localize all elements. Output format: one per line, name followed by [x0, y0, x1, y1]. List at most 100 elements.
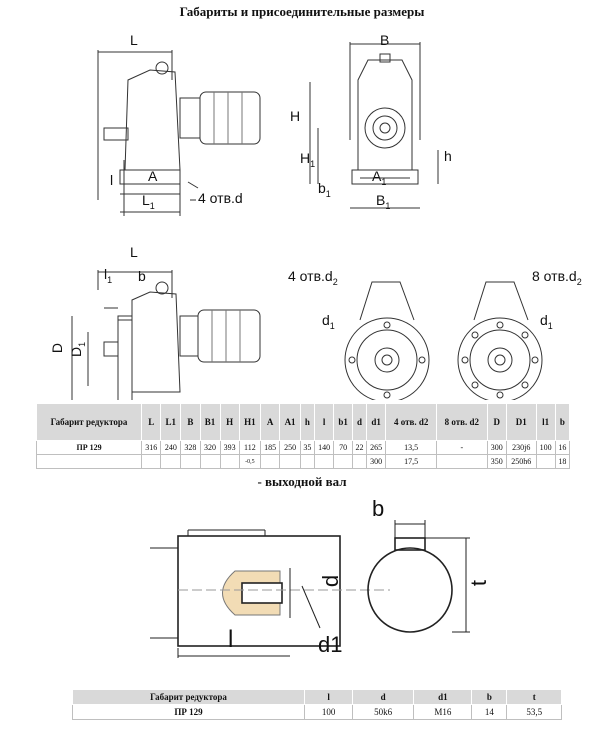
table-cell [279, 454, 301, 469]
table-cell [313, 454, 335, 469]
shaft-l-label: l [228, 626, 234, 653]
table-header: b [554, 403, 571, 441]
table-header: H [219, 403, 240, 441]
dim-l1-label: l1 [104, 266, 113, 285]
dim-h-label: h [444, 148, 452, 164]
table-cell [199, 454, 221, 469]
table-cell [219, 454, 240, 469]
dim-A-label: A [148, 168, 158, 184]
table-cell: 328 [180, 440, 201, 455]
table-cell: 70 [333, 440, 353, 455]
table-header: b [471, 689, 508, 705]
shaft-table: Габарит редуктора l d d1 b t ПР 129 100 … [71, 689, 562, 720]
table-header: h [299, 403, 315, 441]
table-cell: 393 [219, 440, 240, 455]
table-header: D1 [505, 403, 537, 441]
table-cell: -0,5 [238, 454, 262, 469]
dim-D-label: D [49, 342, 66, 354]
table-cell: 100 [304, 704, 354, 720]
dim-flange-L-label: L [130, 244, 138, 260]
table-cell [535, 454, 556, 469]
table-cell: 50k6 [352, 704, 415, 720]
front-view-flange-4 [344, 281, 430, 400]
table-cell: 17,5 [385, 454, 437, 469]
table-header: Габарит редуктора [35, 403, 143, 441]
dim-l-label: l [110, 172, 114, 188]
dim-b-label: b [138, 268, 146, 284]
table-header: d1 [413, 689, 473, 705]
table-cell: 16 [554, 440, 571, 455]
table-cell: 300 [366, 454, 387, 469]
assembly-drawings [71, 42, 543, 400]
dim-L-label: L [130, 32, 138, 48]
table-header: 4 отв. d2 [385, 403, 437, 441]
table-cell: 350 [486, 454, 507, 469]
dim-D1-label: D1 [68, 341, 87, 357]
shaft-d1-label: d1 [318, 632, 343, 657]
table-cell: 230j6 [505, 440, 537, 455]
table-cell: 265 [366, 440, 387, 455]
table-cell: 250 [279, 440, 301, 455]
dim-B-label: B [380, 32, 390, 48]
holes-8-d2-label: 8 отв.d2 [532, 268, 582, 287]
dim-H1-label: H1 [300, 150, 316, 169]
table-cell: ПР 129 [35, 440, 143, 455]
table-row: ПР 129 316 240 328 320 393 112 185 250 3… [35, 440, 571, 455]
table-cell [333, 454, 353, 469]
table-header: t [506, 689, 562, 705]
table-cell [141, 454, 162, 469]
dimensions-table: Габарит редуктора L L1 B B1 H H1 A A1 h … [35, 403, 571, 469]
shaft-d-label: d [318, 574, 344, 588]
table-header: A [259, 403, 281, 441]
shaft-b-label: b [372, 496, 385, 521]
table-row: ПР 129 100 50k6 M16 14 53,5 [71, 704, 562, 720]
table-header: d1 [366, 403, 387, 441]
table-cell: 35 [299, 440, 315, 455]
table-header-row: Габарит редуктора l d d1 b t [71, 689, 562, 705]
table-cell: 22 [351, 440, 368, 455]
table-header: D [486, 403, 507, 441]
table-header: b1 [333, 403, 353, 441]
table-cell [180, 454, 201, 469]
table-cell [351, 454, 368, 469]
table-cell: ПР 129 [71, 704, 306, 720]
table-cell: 185 [259, 440, 281, 455]
table-cell [35, 454, 143, 469]
table-header: H1 [238, 403, 262, 441]
table-cell: M16 [413, 704, 473, 720]
table-header: l [313, 403, 335, 441]
table-cell: 53,5 [506, 704, 562, 720]
table-header: 8 отв. d2 [435, 403, 488, 441]
table-header: Габарит редуктора [71, 689, 306, 705]
table-header: L [141, 403, 162, 441]
table-cell: 140 [313, 440, 335, 455]
table-cell: - [435, 440, 488, 455]
dim-d1-right-label: d1 [540, 312, 553, 331]
table-cell: 13,5 [385, 440, 437, 455]
holes-d-label: 4 отв.d [198, 190, 243, 206]
table-header: B1 [199, 403, 221, 441]
table-header: B [180, 403, 201, 441]
table-cell: 100 [535, 440, 556, 455]
front-view-flange-8 [457, 281, 543, 400]
table-cell: 250h6 [505, 454, 537, 469]
table-header: d [351, 403, 368, 441]
shaft-t-label: t [466, 579, 492, 587]
table-row: -0,5 300 17,5 350 250h6 18 [35, 454, 571, 469]
table-cell: 112 [238, 440, 262, 455]
table-cell: 14 [471, 704, 508, 720]
table-cell: 18 [554, 454, 571, 469]
dim-L1-label: L1 [142, 192, 155, 211]
table-cell: 320 [199, 440, 221, 455]
table-header: L1 [160, 403, 182, 441]
table-cell [259, 454, 281, 469]
page-title: Габариты и присоединительные размеры [179, 4, 425, 19]
output-shaft-subtitle: - выходной вал [257, 474, 347, 489]
holes-4-d2-label: 4 отв.d2 [288, 268, 338, 287]
front-view-foot [309, 42, 439, 209]
table-header: d [352, 689, 415, 705]
side-view-foot [97, 50, 261, 216]
side-view-flange [71, 270, 261, 400]
table-cell: 316 [141, 440, 162, 455]
dim-b1-label: b1 [318, 180, 331, 199]
